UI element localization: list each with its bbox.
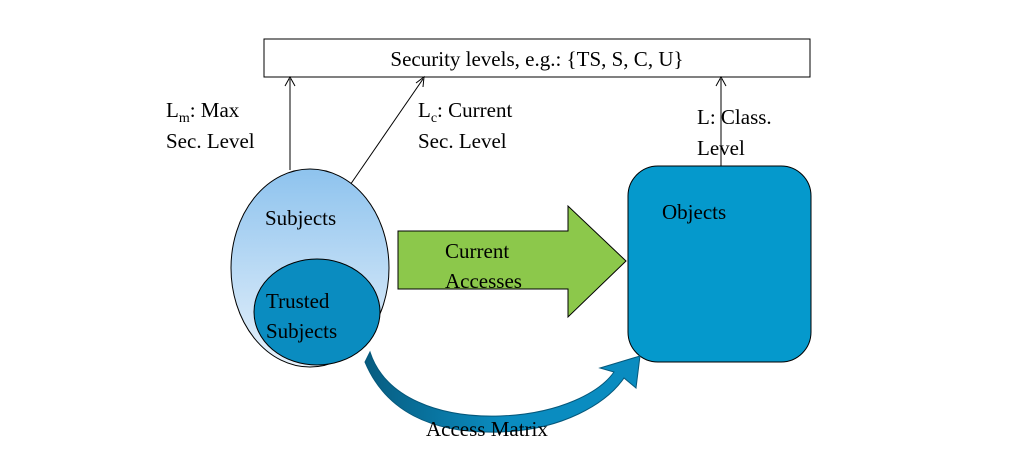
- max-level-label: Lm: Max: [166, 98, 240, 126]
- current-level-label: Lc: Current: [418, 98, 512, 126]
- current-level-arrowhead: [415, 75, 425, 88]
- trusted-subjects-circle: [253, 258, 381, 366]
- current-level-label-line2: Sec. Level: [418, 129, 507, 153]
- objects-label: Objects: [662, 200, 726, 224]
- access-matrix-arrow: [364, 350, 641, 433]
- subjects-label: Subjects: [265, 206, 336, 230]
- trusted-subjects-label-line2: Subjects: [266, 319, 337, 343]
- current-accesses-label-line2: Accesses: [445, 269, 522, 293]
- security-levels-box: [263, 38, 811, 78]
- max-level-arrowhead: [284, 75, 296, 87]
- class-level-label: L: Class.: [697, 105, 772, 129]
- max-level-label-line2: Sec. Level: [166, 129, 255, 153]
- access-matrix-label: Access Matrix: [426, 417, 548, 441]
- class-level-label-line2: Level: [697, 136, 745, 160]
- security-levels-label: Security levels, e.g.: {TS, S, C, U}: [390, 47, 683, 71]
- current-accesses-label: Current: [445, 239, 509, 263]
- class-level-arrowhead: [715, 75, 727, 87]
- trusted-subjects-label: Trusted: [266, 289, 330, 313]
- current-accesses-arrow: [397, 204, 627, 319]
- objects-box: [627, 165, 812, 363]
- current-level-arrow: [347, 78, 424, 189]
